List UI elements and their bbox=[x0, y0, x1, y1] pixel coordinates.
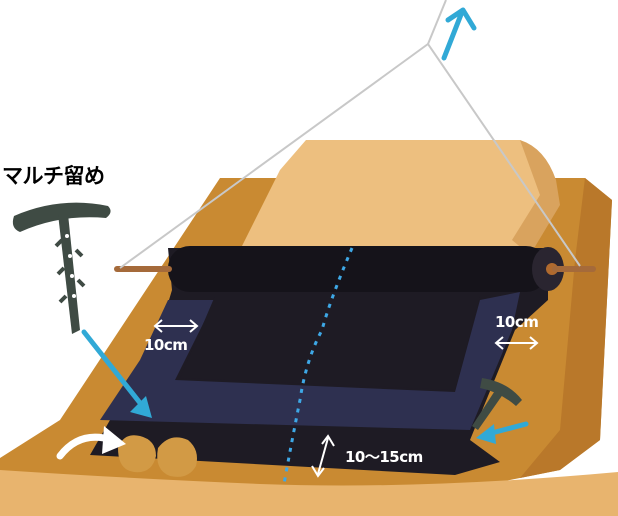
margin-left-label: 10cm bbox=[144, 336, 188, 354]
depth-arrow bbox=[311, 434, 335, 478]
raised-ridge-side bbox=[512, 140, 560, 255]
insert-arrow-right bbox=[476, 421, 529, 444]
up-arrow-icon bbox=[441, 7, 477, 61]
margin-arrow-right bbox=[494, 336, 539, 350]
mulch-top-surface bbox=[180, 296, 480, 390]
soil-front bbox=[0, 470, 618, 516]
mulch-pin-label: マルチ留め bbox=[2, 164, 105, 188]
center-dotted-line bbox=[282, 247, 354, 485]
mulch-trench bbox=[100, 292, 520, 430]
soil-clod-1 bbox=[118, 435, 156, 473]
raised-ridge bbox=[240, 140, 558, 250]
trench-depth-label: 10〜15cm bbox=[345, 448, 423, 466]
margin-arrow-left bbox=[153, 319, 199, 333]
curved-arrow-icon bbox=[56, 426, 126, 460]
mulch-roll bbox=[168, 246, 548, 292]
insert-arrow-left bbox=[81, 329, 152, 418]
roll-rod-left bbox=[114, 266, 172, 272]
roll-rod-right bbox=[552, 266, 596, 272]
mulch-pin-small-icon bbox=[472, 378, 522, 430]
soil-bed-shadow bbox=[520, 178, 612, 478]
mulch-pin-icon bbox=[12, 202, 111, 334]
pull-string-top bbox=[427, 0, 447, 45]
soil-clod-2 bbox=[157, 437, 197, 477]
margin-right-label: 10cm bbox=[495, 313, 539, 331]
